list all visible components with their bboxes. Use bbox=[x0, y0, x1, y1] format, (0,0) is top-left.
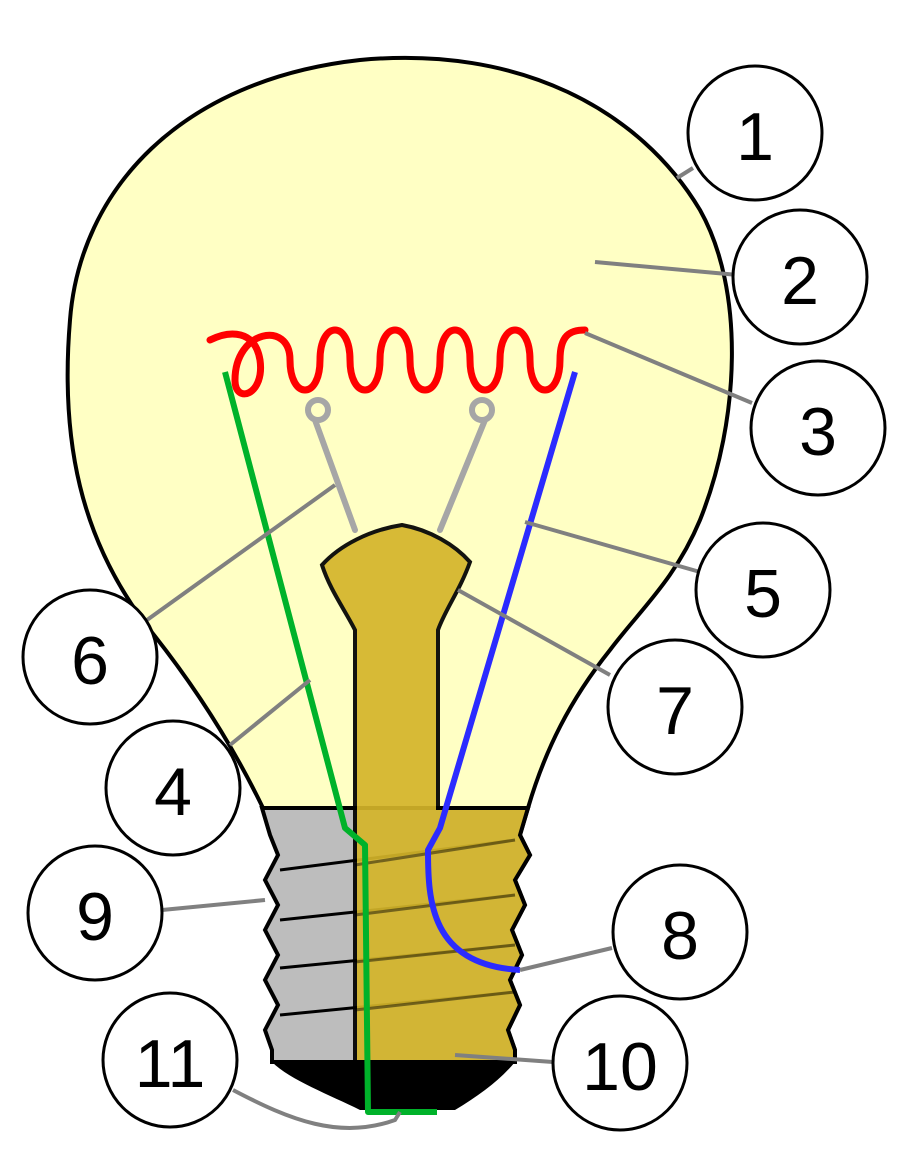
callouts: 1 2 3 4 5 6 7 8 bbox=[21, 64, 887, 1132]
callout-8: 8 bbox=[611, 863, 749, 1001]
callout-11-label: 11 bbox=[135, 1026, 206, 1102]
callout-5: 5 bbox=[694, 521, 832, 659]
callout-7-label: 7 bbox=[656, 673, 694, 749]
callout-6-label: 6 bbox=[71, 623, 109, 699]
leader-10 bbox=[454, 1053, 554, 1064]
leader-4 bbox=[228, 678, 312, 747]
callout-9: 9 bbox=[26, 844, 164, 982]
leader-1 bbox=[675, 166, 695, 180]
callout-3-label: 3 bbox=[799, 394, 837, 470]
filament-coil bbox=[206, 326, 589, 398]
callout-10: 10 bbox=[551, 994, 689, 1132]
leader-lines bbox=[145, 166, 753, 1131]
callout-4: 4 bbox=[104, 719, 242, 857]
leader-6 bbox=[145, 483, 337, 622]
leader-5 bbox=[524, 520, 701, 574]
lead-wire-right bbox=[425, 371, 578, 973]
callout-6: 6 bbox=[21, 588, 159, 726]
leader-8 bbox=[519, 946, 613, 972]
leader-7 bbox=[457, 588, 611, 677]
callout-5-label: 5 bbox=[744, 556, 782, 632]
callout-7: 7 bbox=[606, 638, 744, 776]
callout-1-label: 1 bbox=[736, 99, 774, 175]
leader-2 bbox=[594, 260, 739, 277]
callout-3: 3 bbox=[749, 359, 887, 497]
callout-9-label: 9 bbox=[76, 879, 114, 955]
callout-11: 11 bbox=[101, 991, 239, 1129]
callout-2: 2 bbox=[731, 208, 869, 346]
lead-wire-left bbox=[222, 371, 437, 1115]
glass-mount bbox=[319, 522, 533, 1064]
callout-4-label: 4 bbox=[154, 754, 192, 830]
callout-8-label: 8 bbox=[661, 898, 699, 974]
contact-tip bbox=[272, 1062, 515, 1110]
leader-11 bbox=[232, 1088, 402, 1131]
leader-3 bbox=[584, 331, 753, 405]
glass-bulb bbox=[65, 55, 734, 810]
callout-2-label: 2 bbox=[781, 243, 819, 319]
callout-10-label: 10 bbox=[582, 1029, 658, 1105]
leader-9 bbox=[161, 898, 266, 912]
callout-1: 1 bbox=[686, 64, 824, 202]
support-wires bbox=[305, 397, 495, 533]
